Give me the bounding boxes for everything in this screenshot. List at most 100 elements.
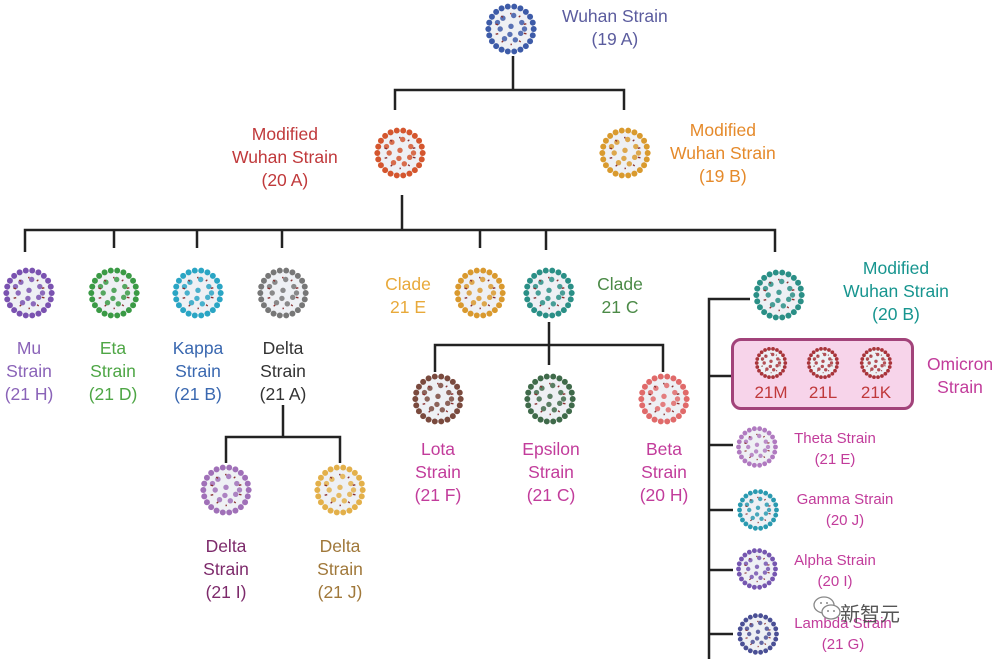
- label-line: Lota: [406, 438, 470, 461]
- label-line: Delta: [253, 337, 313, 360]
- label-line: Wuhan Strain: [232, 146, 338, 169]
- label-line: Wuhan Strain: [834, 280, 958, 303]
- label-lota: Lota Strain (21 F): [406, 438, 470, 507]
- label-line: Clade: [592, 273, 648, 296]
- label-line: Theta Strain: [785, 428, 885, 449]
- label-line: (20 B): [834, 303, 958, 326]
- label-line: Strain: [253, 360, 313, 383]
- label-modified-19b: Modified Wuhan Strain (19 B): [670, 119, 776, 188]
- virus-icon-omicron-21l: [806, 346, 840, 380]
- label-line: Clade: [380, 273, 436, 296]
- label-line: Strain: [168, 360, 228, 383]
- label-delta-21j: Delta Strain (21 J): [308, 535, 372, 604]
- virus-icon-clade-21e: [453, 266, 507, 320]
- label-line: (21 H): [0, 383, 58, 406]
- label-line: Strain: [0, 360, 58, 383]
- label-line: (21 A): [253, 383, 313, 406]
- label-line: (20 H): [632, 484, 696, 507]
- virus-icon-beta: [637, 372, 691, 426]
- connector-20a: [25, 195, 775, 252]
- label-clade-21e: Clade 21 E: [380, 273, 436, 319]
- label-line: (21 J): [308, 581, 372, 604]
- virus-icon-omicron-21m: [754, 346, 788, 380]
- label-clade-21c: Clade 21 C: [592, 273, 648, 319]
- label-line: Modified: [670, 119, 776, 142]
- label-beta: Beta Strain (20 H): [632, 438, 696, 507]
- label-line: Beta: [632, 438, 696, 461]
- label-wuhan-19a: Wuhan Strain (19 A): [562, 5, 668, 51]
- label-line: Gamma Strain: [787, 489, 903, 510]
- label-modified-20a: Modified Wuhan Strain (20 A): [232, 123, 338, 192]
- label-line: Strain: [920, 376, 1000, 399]
- virus-icon-theta: [735, 425, 779, 469]
- watermark-text: 新智元: [840, 598, 900, 627]
- virus-icon-alpha: [735, 547, 779, 591]
- label-line: (21 C): [516, 484, 586, 507]
- label-line: 21 E: [380, 296, 436, 319]
- label-line: Delta: [194, 535, 258, 558]
- label-line: Alpha Strain: [785, 550, 885, 571]
- label-line: Epsilon: [516, 438, 586, 461]
- label-line: Strain: [406, 461, 470, 484]
- label-line: (20 A): [232, 169, 338, 192]
- connector-21a: [226, 405, 340, 463]
- label-epsilon: Epsilon Strain (21 C): [516, 438, 586, 507]
- label-line: (21 B): [168, 383, 228, 406]
- omicron-code-21l: 21L: [800, 383, 846, 403]
- virus-icon-lota: [411, 372, 465, 426]
- label-gamma: Gamma Strain (20 J): [787, 489, 903, 531]
- label-kappa: Kappa Strain (21 B): [168, 337, 228, 406]
- label-mu: Mu Strain (21 H): [0, 337, 58, 406]
- label-line: (20 I): [785, 571, 885, 592]
- label-line: Kappa: [168, 337, 228, 360]
- label-line: (21 G): [787, 634, 899, 655]
- connector-21c: [435, 322, 663, 372]
- label-line: (21 I): [194, 581, 258, 604]
- label-line: Modified: [834, 257, 958, 280]
- virus-icon-delta-21i: [199, 463, 253, 517]
- label-line: Wuhan Strain: [562, 5, 668, 28]
- label-line: Strain: [308, 558, 372, 581]
- connector-root: [395, 56, 624, 110]
- virus-icon-epsilon: [523, 372, 577, 426]
- label-eta: Eta Strain (21 D): [84, 337, 142, 406]
- label-line: 21 C: [592, 296, 648, 319]
- virus-icon-wuhan-19a: [484, 2, 538, 56]
- label-modified-20b: Modified Wuhan Strain (20 B): [834, 257, 958, 326]
- label-line: Strain: [516, 461, 586, 484]
- omicron-code-21k: 21K: [853, 383, 899, 403]
- omicron-code-21m: 21M: [748, 383, 794, 403]
- virus-icon-eta: [87, 266, 141, 320]
- label-line: Strain: [194, 558, 258, 581]
- wechat-icon: [812, 594, 842, 622]
- label-line: (21 D): [84, 383, 142, 406]
- label-line: (20 J): [787, 510, 903, 531]
- label-delta-21a: Delta Strain (21 A): [253, 337, 313, 406]
- virus-icon-omicron-21k: [859, 346, 893, 380]
- virus-icon-modified-20b: [752, 268, 806, 322]
- virus-icon-gamma: [736, 488, 780, 532]
- virus-icon-mu: [2, 266, 56, 320]
- virus-icon-delta-21a: [256, 266, 310, 320]
- virus-icon-kappa: [171, 266, 225, 320]
- label-line: Omicron: [920, 353, 1000, 376]
- label-line: (21 F): [406, 484, 470, 507]
- label-line: Strain: [632, 461, 696, 484]
- label-omicron: Omicron Strain: [920, 353, 1000, 399]
- virus-icon-modified-19b: [598, 126, 652, 180]
- label-line: Delta: [308, 535, 372, 558]
- virus-icon-modified-20a: [373, 126, 427, 180]
- virus-icon-clade-21c: [522, 266, 576, 320]
- label-line: Wuhan Strain: [670, 142, 776, 165]
- label-delta-21i: Delta Strain (21 I): [194, 535, 258, 604]
- label-line: Strain: [84, 360, 142, 383]
- label-alpha: Alpha Strain (20 I): [785, 550, 885, 592]
- label-line: Modified: [232, 123, 338, 146]
- virus-icon-delta-21j: [313, 463, 367, 517]
- label-line: (21 E): [785, 449, 885, 470]
- label-theta: Theta Strain (21 E): [785, 428, 885, 470]
- label-line: Eta: [84, 337, 142, 360]
- label-line: (19 A): [562, 28, 668, 51]
- label-line: (19 B): [670, 165, 776, 188]
- virus-icon-lambda: [736, 612, 780, 656]
